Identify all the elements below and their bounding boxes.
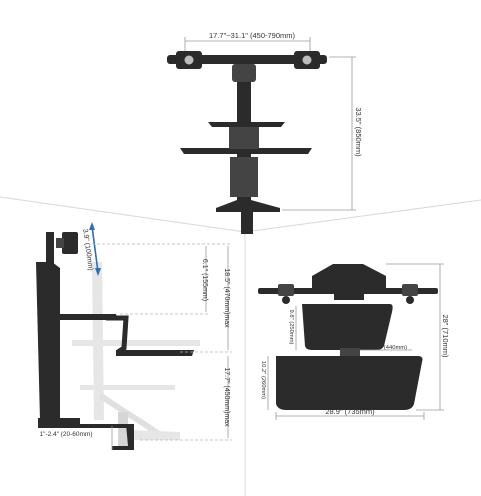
upper-shelf [208, 122, 285, 127]
monitor-head [62, 232, 78, 254]
height-dimension-label: 33.5" (850mm) [354, 107, 363, 157]
upper-range-label: 18.5" (470mm)max [223, 268, 230, 328]
side-view: 3.9" (100mm) 6.1" (155mm) 18.5" (470mm)m… [36, 222, 232, 450]
desk-edge [38, 424, 132, 428]
width-dimension-label: 17.7"~31.1" (450-790mm) [209, 31, 295, 40]
clamp-range-label: 1"-2.4" (20-60mm) [39, 431, 92, 438]
tray-offset-label: 17.3" (440mm) [369, 345, 407, 351]
tilt-arrow [91, 225, 99, 273]
front-view: 17.7"~31.1" (450-790mm) 33.5" (850mm) [167, 31, 363, 234]
keyboard-tray-side [116, 350, 194, 356]
tray-depth-label: 9.8" (250mm) [288, 310, 294, 345]
monitor-head-top [312, 264, 386, 288]
lower-range-label: 17.7" (450mm)max [223, 367, 230, 427]
total-depth-label: 28" (710mm) [441, 314, 450, 358]
keyboard-drop-label: 6.1" (155mm) [201, 259, 208, 301]
tilt-label: 3.9" (100mm) [81, 228, 94, 271]
desk-clamp [112, 424, 134, 450]
plan-view: 9.8" (250mm) 17.3" (440mm) 10.2" (260mm)… [258, 263, 450, 420]
monitor-crossbar [167, 55, 327, 64]
upper-tray [302, 304, 393, 350]
work-surface [60, 314, 118, 320]
keyboard-shelf [180, 148, 312, 154]
keyboard-tray-top [276, 356, 423, 410]
total-width-label: 28.9" (735mm) [325, 407, 375, 416]
keyboard-depth-label: 10.2" (260mm) [260, 361, 266, 399]
